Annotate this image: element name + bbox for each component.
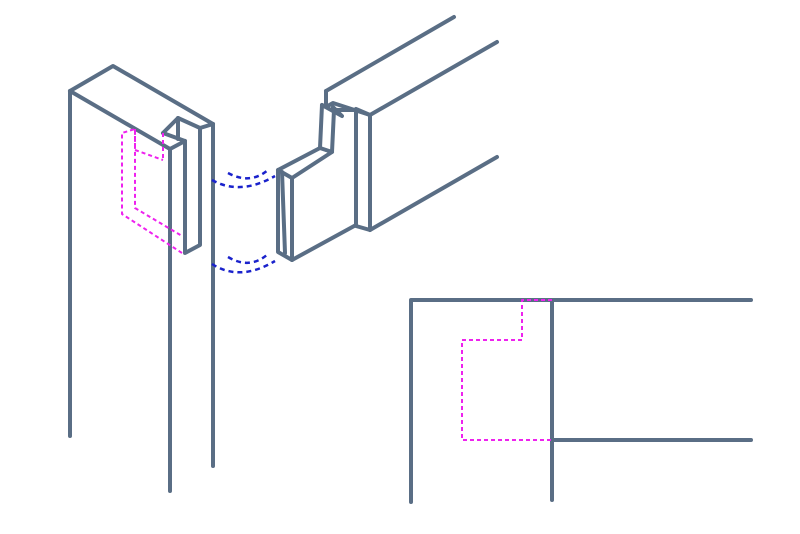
assembly-arrow-upper-inner [227, 169, 269, 180]
rail-with-tenon [276, 15, 499, 262]
elevation-tenon-hidden-lines [461, 299, 552, 441]
post-front-face-left-edge [68, 89, 172, 493]
elevation-post-outline [409, 298, 753, 504]
assembled-elevation [409, 298, 753, 504]
assembly-arrow-lower-inner [227, 253, 269, 264]
assembly-arrow-upper [211, 174, 276, 189]
mortise-hidden-top [134, 129, 164, 161]
assembly-arrow-lower [211, 259, 276, 274]
rail-top-back-edge [324, 15, 456, 93]
tenon-step [318, 103, 336, 154]
mortise-slot-wall [161, 116, 202, 135]
post-with-mortise [68, 64, 215, 493]
assembly-arrows [211, 169, 276, 274]
mortise-hidden-lines [121, 128, 183, 254]
tenon-cheek-line [280, 170, 287, 255]
post-top-face [68, 64, 215, 126]
mortise-opening [168, 122, 215, 255]
rail-shoulder-face [354, 107, 372, 232]
rail-bottom-edge [368, 155, 499, 232]
elevation-tenon-outline [461, 299, 552, 441]
mortise-hidden-outline [121, 128, 183, 254]
tenon-outline [276, 146, 358, 262]
rail-top-front-edge [368, 40, 499, 117]
mortise-slot-edge [161, 131, 187, 143]
